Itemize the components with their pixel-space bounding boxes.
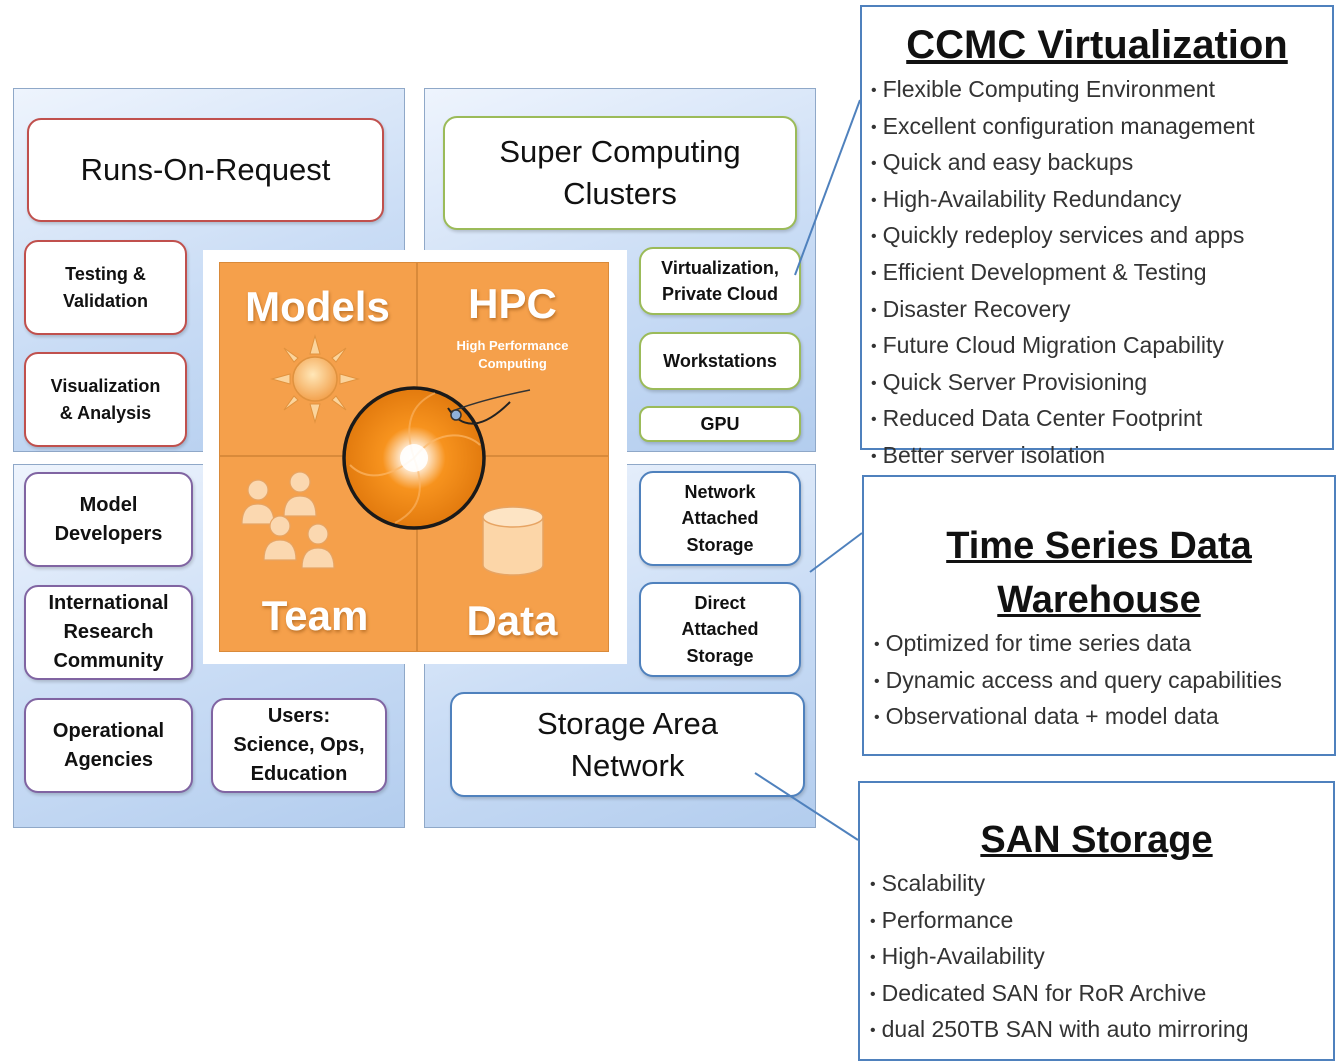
- nas-line2: Attached: [681, 508, 759, 529]
- list-item: Observational data + model data: [874, 700, 1334, 737]
- virtualization-cloud-box: Virtualization, Private Cloud: [639, 247, 801, 315]
- workstations-box: Workstations: [639, 332, 801, 390]
- list-item: Disaster Recovery: [871, 293, 1332, 330]
- tsdw-list: Optimized for time series data Dynamic a…: [864, 627, 1334, 737]
- workstations-label: Workstations: [663, 350, 777, 371]
- runs-on-request-label: Runs-On-Request: [80, 152, 331, 188]
- ccmc-title: CCMC Virtualization: [906, 23, 1288, 67]
- das-line2: Attached: [681, 619, 759, 640]
- testing-validation-box: Testing & Validation: [24, 240, 187, 335]
- list-item: Performance: [870, 904, 1333, 941]
- list-item: High-Availability Redundancy: [871, 183, 1332, 220]
- operational-line1: Operational: [52, 719, 165, 742]
- list-item: Efficient Development & Testing: [871, 256, 1332, 293]
- ccmc-list: Flexible Computing Environment Excellent…: [862, 73, 1332, 476]
- users-line1: Users:: [267, 705, 331, 727]
- nas-line1: Network: [684, 482, 756, 503]
- international-line1: International: [48, 592, 169, 614]
- hpc-subtitle: High Performance Computing: [440, 337, 585, 373]
- database-icon: [482, 506, 544, 576]
- list-item: Excellent configuration management: [871, 110, 1332, 147]
- runs-on-request-box: Runs-On-Request: [27, 118, 384, 222]
- list-item: Dynamic access and query capabilities: [874, 664, 1334, 701]
- list-item: Better server isolation: [871, 439, 1332, 476]
- list-item: Dedicated SAN for RoR Archive: [870, 977, 1333, 1014]
- center-swirl-icon: [342, 386, 486, 530]
- list-item: Flexible Computing Environment: [871, 73, 1332, 110]
- das-line1: Direct: [694, 593, 746, 614]
- tsdw-title: Time Series Data Warehouse: [864, 519, 1334, 627]
- testing-label-line1: Testing &: [65, 264, 146, 285]
- san-storage-list: Scalability Performance High-Availabilit…: [860, 867, 1333, 1050]
- list-item: Quickly redeploy services and apps: [871, 219, 1332, 256]
- time-series-warehouse-box: Time Series Data Warehouse Optimized for…: [862, 475, 1336, 756]
- super-computing-line2: Clusters: [563, 176, 677, 211]
- users-box: Users: Science, Ops, Education: [211, 698, 387, 793]
- operational-line2: Agencies: [64, 748, 153, 771]
- san-box-line1: Storage Area: [537, 705, 718, 741]
- models-label: Models: [245, 283, 390, 330]
- gpu-label: GPU: [700, 413, 740, 434]
- international-line3: Community: [53, 650, 164, 672]
- team-people-icon: [241, 471, 335, 569]
- visualization-label-line1: Visualization: [50, 376, 161, 397]
- users-line2: Science, Ops,: [233, 734, 365, 756]
- ccmc-virtualization-box: CCMC Virtualization Flexible Computing E…: [860, 5, 1334, 468]
- san-box-line2: Network: [570, 747, 685, 783]
- hpc-sub-line1: High Performance: [456, 338, 569, 353]
- san-storage-title: SAN Storage: [980, 819, 1213, 861]
- model-developers-line1: Model: [79, 493, 138, 516]
- model-developers-line2: Developers: [54, 522, 163, 545]
- san-storage-box: SAN Storage Scalability Performance High…: [858, 781, 1335, 1061]
- list-item: Future Cloud Migration Capability: [871, 329, 1332, 366]
- hpc-pointer-icon: [447, 389, 531, 425]
- list-item: Quick Server Provisioning: [871, 366, 1332, 403]
- gpu-box: GPU: [639, 406, 801, 442]
- list-item: Reduced Data Center Footprint: [871, 402, 1332, 439]
- users-line3: Education: [250, 763, 348, 785]
- visualization-label-line2: & Analysis: [59, 402, 152, 423]
- team-label: Team: [261, 592, 369, 639]
- list-item: High-Availability: [870, 940, 1333, 977]
- data-label: Data: [466, 597, 558, 644]
- sun-icon: [270, 334, 360, 424]
- list-item: Optimized for time series data: [874, 627, 1334, 664]
- testing-label-line2: Validation: [62, 290, 149, 311]
- tsdw-title-line1: Time Series Data: [946, 525, 1252, 567]
- visualization-analysis-box: Visualization & Analysis: [24, 352, 187, 447]
- list-item: Quick and easy backups: [871, 146, 1332, 183]
- virtualization-line1: Virtualization,: [661, 257, 779, 278]
- hpc-sub-line2: Computing: [478, 356, 547, 371]
- list-item: Scalability: [870, 867, 1333, 904]
- hpc-label: HPC: [468, 280, 557, 327]
- das-line3: Storage: [686, 645, 754, 666]
- nas-line3: Storage: [686, 534, 754, 555]
- international-line2: Research: [63, 621, 154, 643]
- tsdw-title-line2: Warehouse: [997, 579, 1201, 621]
- virtualization-line2: Private Cloud: [661, 284, 779, 304]
- super-computing-line1: Super Computing: [499, 134, 741, 170]
- list-item: dual 250TB SAN with auto mirroring: [870, 1013, 1333, 1050]
